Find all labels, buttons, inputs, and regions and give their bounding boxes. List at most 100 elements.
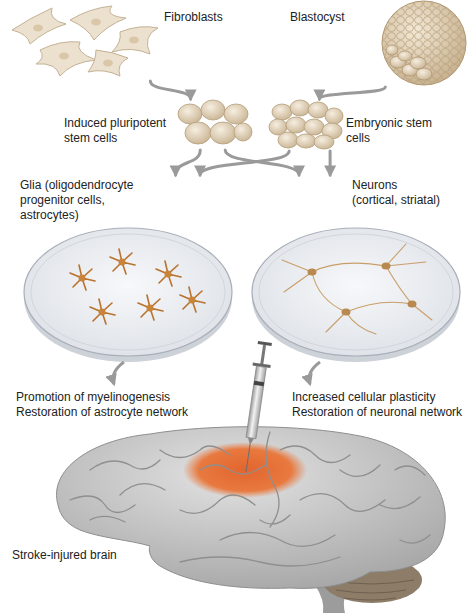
glial-cell — [110, 249, 135, 274]
fibroblast-nucleus — [103, 60, 113, 67]
ips-cell-cluster — [178, 100, 252, 144]
node-label: Neurons (cortical, striatal) — [352, 178, 443, 208]
glial-cell — [90, 299, 115, 324]
es-cell-cluster — [269, 100, 343, 149]
stroke-lesion — [183, 442, 307, 498]
glial-cells — [70, 249, 205, 324]
brain — [57, 427, 446, 613]
cell — [314, 135, 334, 149]
cell — [224, 104, 248, 124]
cell — [290, 100, 310, 116]
fibroblast-nucleus — [59, 53, 69, 60]
cell — [398, 51, 412, 61]
soma — [165, 271, 172, 278]
glial-somata — [79, 259, 196, 316]
cell — [386, 45, 398, 55]
neurite — [386, 266, 412, 304]
cell-source: Blastocyst — [286, 0, 470, 86]
cell — [234, 123, 252, 141]
gyri — [70, 432, 430, 566]
flow-arrow — [150, 81, 190, 99]
stem-cell-group: Embryonic stem cells — [266, 100, 444, 150]
cell — [272, 104, 292, 120]
neurite — [346, 302, 412, 312]
node-label: Embryonic stem cells — [346, 116, 440, 146]
blastocyst-sphere — [382, 1, 466, 85]
cell — [210, 122, 236, 144]
glial-cell — [138, 295, 163, 320]
soma — [342, 309, 351, 316]
cerebrum — [57, 427, 446, 589]
inner-cell-mass — [386, 45, 432, 80]
neurite — [312, 272, 346, 312]
cell — [325, 108, 343, 124]
neurite — [282, 244, 432, 334]
flow-arrow — [200, 151, 289, 175]
node-label: Stroke-injured brain — [12, 548, 117, 563]
glial-cell — [156, 261, 181, 286]
soma — [189, 297, 196, 304]
neurites — [282, 244, 432, 334]
neuron-dish — [252, 228, 460, 362]
needle — [246, 443, 250, 472]
cell — [410, 57, 426, 69]
culture-dish: Neurons (cortical, striatal) — [248, 176, 470, 362]
soma — [382, 263, 391, 270]
flow-arrow — [176, 150, 201, 175]
brain-target: Stroke-injured brain — [8, 425, 470, 613]
node-label: Blastocyst — [290, 10, 345, 25]
fibroblast — [70, 6, 126, 40]
fibroblast-nucleus — [129, 37, 139, 44]
fibroblast — [36, 42, 96, 76]
soma — [119, 259, 126, 266]
glial-cell — [180, 287, 205, 312]
node-label: Induced pluripotent stem cells — [64, 116, 172, 146]
fibroblast — [112, 27, 158, 54]
blastocyst-cells — [382, 1, 466, 85]
outcome-arrow — [309, 362, 320, 384]
fibroblast-nucleus — [91, 19, 101, 26]
cell — [286, 117, 306, 133]
dish-rim — [259, 234, 453, 350]
node-label: Glia (oligodendrocyte progenitor cells, … — [20, 178, 156, 223]
outcome-text: Restoration of neuronal network — [292, 405, 462, 420]
dish — [24, 228, 232, 356]
plunger-rod — [260, 345, 266, 365]
flow-arrow — [329, 151, 332, 175]
soma — [308, 269, 317, 276]
blastocyst-body — [382, 1, 466, 85]
dish — [252, 228, 460, 356]
soma — [147, 305, 154, 312]
outcome-text: Restoration of astrocyte network — [16, 405, 188, 420]
outcome-text: Increased cellular plasticity — [292, 390, 435, 405]
cell — [178, 104, 202, 124]
neurite — [312, 263, 386, 272]
soma — [408, 301, 417, 308]
cell — [185, 122, 211, 144]
outcome-text: Promotion of myelinogenesis — [16, 390, 170, 405]
soma — [79, 275, 86, 282]
fibroblast — [88, 50, 128, 76]
dish-rim — [31, 234, 225, 350]
cell — [296, 134, 316, 148]
syringe-tip — [247, 438, 254, 444]
node-label: Fibroblasts — [164, 10, 223, 25]
fibroblast — [12, 8, 66, 44]
fibroblast-nucleus — [33, 25, 43, 32]
cell — [278, 132, 298, 148]
cell-source: Fibroblasts — [4, 2, 240, 80]
plunger-seal — [254, 381, 264, 386]
stem-cell-group: Induced pluripotent stem cells — [62, 100, 254, 149]
fibroblast-cells — [12, 6, 158, 76]
cell — [201, 100, 225, 120]
soma — [99, 309, 106, 316]
neuron-somata — [308, 263, 417, 316]
barrel — [246, 366, 266, 439]
syringe — [237, 341, 274, 473]
culture-dish: Glia (oligodendrocyte progenitor cells, … — [18, 176, 240, 362]
outcome-arrow — [113, 362, 124, 384]
cell — [416, 68, 432, 80]
